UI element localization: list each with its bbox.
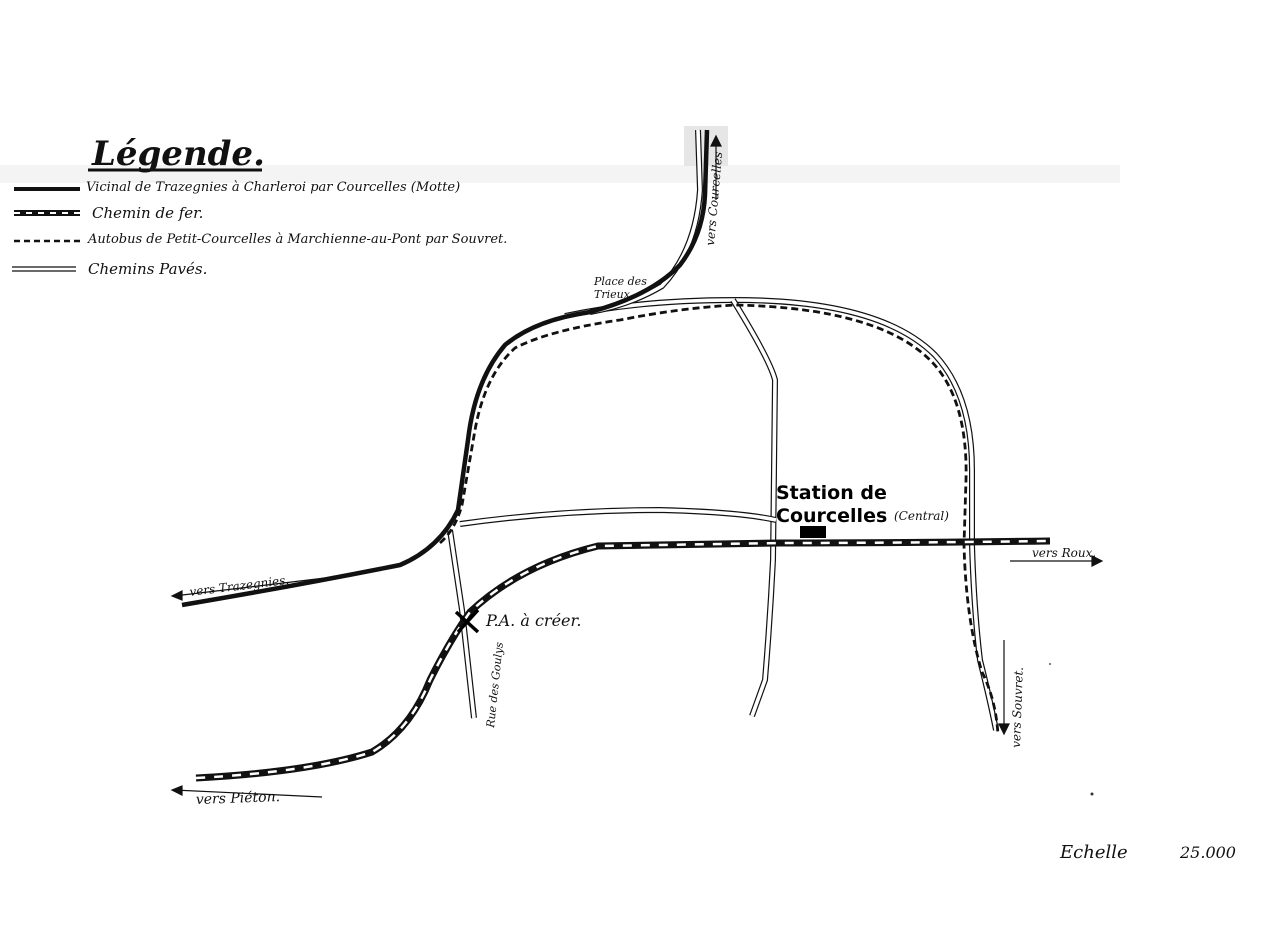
railway-line-outer: [195, 537, 1051, 782]
paved-road-central-inner: [731, 299, 777, 717]
place-des-trieux-line1: Place des: [593, 275, 647, 288]
place-des-trieux-line2: Trieux: [594, 288, 631, 301]
speck: [1049, 663, 1051, 665]
arrow-trazegnies: [173, 577, 326, 597]
vicinal-line: [181, 129, 710, 608]
station-label-central: (Central): [894, 509, 949, 523]
label-vers-souvret: vers Souvret.: [1009, 667, 1026, 748]
legend-title: Légende.: [91, 134, 265, 174]
legend-label-railway: Chemin de fer.: [92, 204, 203, 222]
label-vers-pieton: vers Piéton.: [196, 789, 281, 808]
scale-label: Echelle: [1059, 842, 1128, 863]
arrow-pieton: [173, 789, 323, 798]
legend-label-bus: Autobus de Petit-Courcelles à Marchienne…: [87, 232, 507, 247]
label-rue-des-goulys: Rue des Goulys: [484, 641, 506, 729]
paved-road-connector-inner: [459, 508, 777, 526]
legend-label-vicinal: Vicinal de Trazegnies à Charleroi par Co…: [86, 180, 460, 195]
paved-road-north-east-inner: [564, 298, 998, 731]
speck: [1090, 792, 1094, 796]
station-label-line2: Courcelles: [776, 505, 887, 527]
legend-label-paved: Chemins Pavés.: [88, 260, 207, 278]
arrow-head-trazegnies-icon: [170, 590, 183, 601]
scale-value: 25.000: [1179, 843, 1236, 862]
arrow-head-courcelles-icon: [710, 134, 722, 147]
direction-arrows: [170, 134, 1104, 798]
paved-roads: [447, 129, 999, 731]
station-building-icon: [800, 526, 826, 538]
bus-route: [439, 303, 1000, 736]
arrow-head-souvret-icon: [998, 723, 1010, 736]
arrow-head-roux-icon: [1091, 555, 1104, 567]
station-label-line1: Station de: [776, 482, 887, 504]
railway-line-inner: [195, 539, 1051, 780]
legend: Légende. Vicinal de Trazegnies à Charler…: [12, 134, 507, 278]
pa-cross-icon: [454, 608, 480, 634]
label-vers-roux: vers Roux.: [1032, 546, 1096, 560]
label-pa-a-creer: P.A. à créer.: [485, 611, 581, 630]
scan-artifact: [0, 165, 1120, 183]
arrow-head-pieton-icon: [170, 785, 183, 796]
railway: [195, 537, 1051, 782]
paved-road-rue-des-goulys-inner: [448, 529, 476, 719]
